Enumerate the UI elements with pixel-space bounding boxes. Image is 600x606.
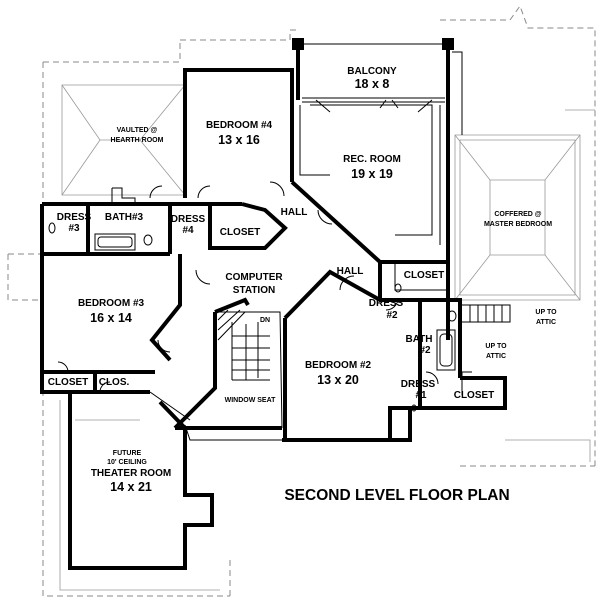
dress3-label-b: #3 [68, 223, 80, 234]
window-seat-label: WINDOW SEAT [225, 397, 277, 404]
bedroom3-name: BEDROOM #3 [78, 298, 145, 309]
fixtures [48, 99, 511, 412]
bedroom3-size: 16 x 14 [90, 311, 132, 325]
computer-label-2: STATION [233, 285, 275, 296]
stair-down-label: DN [260, 317, 270, 324]
balcony-structure [292, 38, 463, 135]
dress4-label-b: #4 [182, 225, 194, 236]
exterior-walls [40, 68, 507, 570]
bedroom2-size: 13 x 20 [317, 373, 359, 387]
closet-bedroom3-label: CLOSET [48, 377, 89, 388]
bath2-label-a: BATH [405, 334, 432, 345]
rec-room-name: REC. ROOM [343, 154, 401, 165]
bedroom4-size: 13 x 16 [218, 133, 260, 147]
plan-title: SECOND LEVEL FLOOR PLAN [284, 487, 509, 504]
computer-label-1: COMPUTER [225, 272, 283, 283]
coffered-label-2: MASTER BEDROOM [484, 221, 552, 228]
rec-room-size: 19 x 19 [351, 167, 393, 181]
closet-bedroom4-label: CLOSET [220, 227, 261, 238]
room-labels: BALCONY 18 x 8 BEDROOM #4 13 x 16 REC. R… [78, 66, 401, 494]
theater-note-ceiling: 10' CEILING [107, 459, 147, 466]
hall-upper-label: HALL [281, 207, 308, 218]
balcony-size: 18 x 8 [355, 77, 390, 91]
secondary-labels: VAULTED @ HEARTH ROOM COFFERED @ MASTER … [48, 127, 557, 404]
theater-name: THEATER ROOM [91, 468, 171, 479]
balcony-name: BALCONY [347, 66, 397, 77]
dress2-label-a: DRESS [369, 298, 404, 309]
dress1-label-b: #1 [415, 390, 427, 401]
vaulted-label-2: HEARTH ROOM [111, 137, 164, 144]
vaulted-label-1: VAULTED @ [117, 127, 158, 134]
dress2-label-b: #2 [386, 310, 398, 321]
dress3-label-a: DRESS [57, 212, 92, 223]
attic2-label-b: ATTIC [486, 353, 506, 360]
coffered-label-1: COFFERED @ [494, 211, 541, 218]
attic2-label-a: UP TO [485, 343, 507, 350]
closet-rec-label: CLOSET [404, 270, 445, 281]
attic1-label-b: ATTIC [536, 319, 556, 326]
bath3-label: BATH#3 [105, 212, 144, 223]
closet-dress1-label: CLOSET [454, 390, 495, 401]
bedroom4-name: BEDROOM #4 [206, 120, 273, 131]
dress4-label-a: DRESS [171, 214, 206, 225]
bath2-label-b: #2 [419, 345, 431, 356]
theater-size: 14 x 21 [110, 480, 152, 494]
bedroom2-name: BEDROOM #2 [305, 360, 372, 371]
hall-lower-label: HALL [337, 266, 364, 277]
theater-note-future: FUTURE [113, 450, 142, 457]
roof-outlines [7, 4, 596, 597]
attic1-label-a: UP TO [535, 309, 557, 316]
dress1-label-a: DRESS [401, 379, 436, 390]
clos-bedroom3-label: CLOS. [99, 377, 130, 388]
